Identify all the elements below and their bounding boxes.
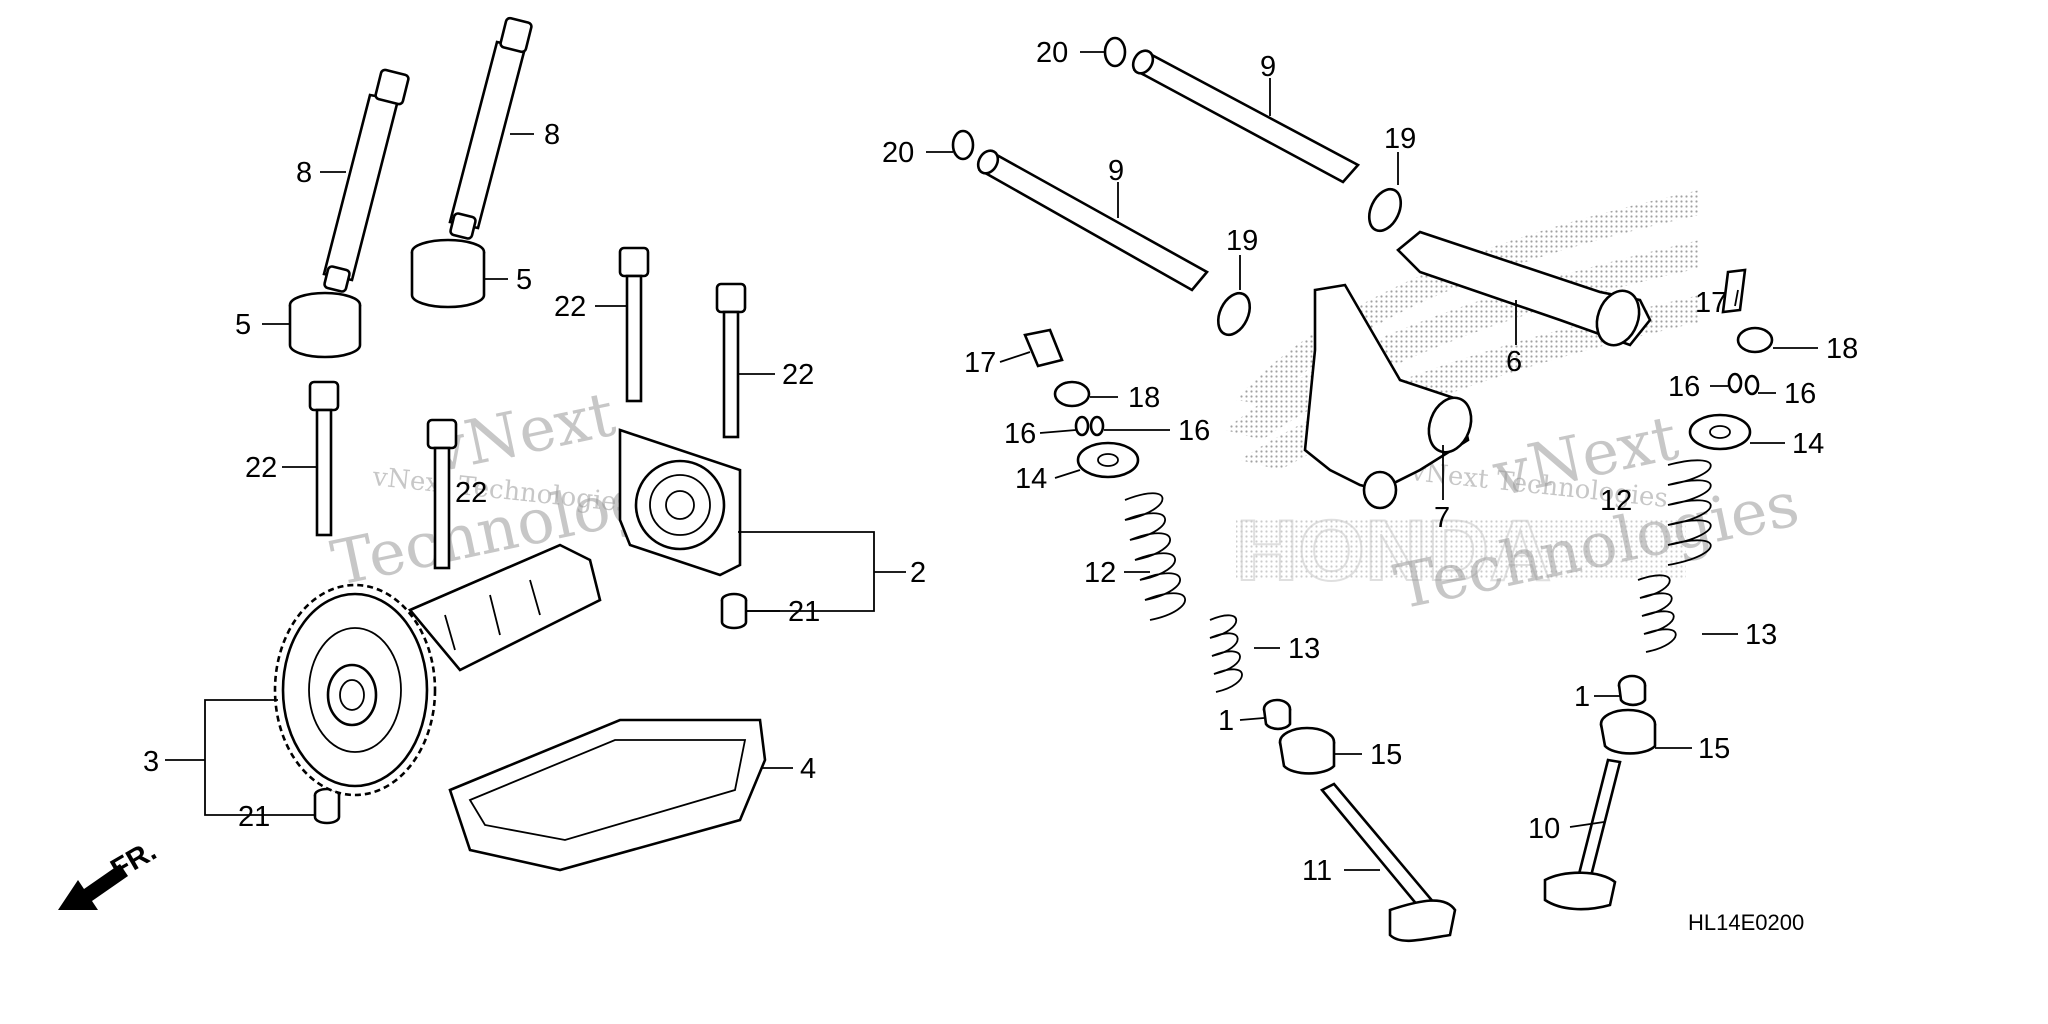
part-7-rocker-arm: [1303, 283, 1473, 510]
callout-15: 15: [1370, 739, 1402, 771]
part-19-seal-lower: [1216, 291, 1252, 337]
callout-22: 22: [554, 291, 586, 323]
part-15-seat-left: [1278, 726, 1336, 775]
callout-6: 6: [1506, 346, 1522, 378]
part-17-adjust-screw-right: [1721, 268, 1747, 314]
part-9-shaft-upper: [1131, 49, 1361, 184]
callout-18: 18: [1128, 382, 1160, 414]
part-20-oring-lower: [951, 129, 975, 161]
part-5-collar-right: [410, 238, 486, 309]
part-8-right: [448, 16, 533, 240]
honda-logo-text: HONDA: [1236, 503, 1551, 599]
callout-16: 16: [1784, 378, 1816, 410]
callout-11: 11: [1302, 855, 1332, 887]
callout-17: 17: [1695, 287, 1727, 319]
callout-4: 4: [800, 753, 816, 785]
callout-13: 13: [1745, 619, 1777, 651]
part-18-nut-left: [1053, 380, 1091, 408]
part-21-dowel-lower: [313, 787, 341, 825]
callout-22: 22: [782, 359, 814, 391]
callout-22: 22: [245, 452, 277, 484]
callout-15: 15: [1698, 733, 1730, 765]
callout-1: 1: [1574, 681, 1590, 713]
callout-14: 14: [1015, 463, 1047, 495]
part-2-cam-holder: [618, 428, 742, 577]
leader-lines: [165, 51, 1818, 871]
part-14-retainer-left: [1076, 441, 1140, 479]
part-17-adjust-screw-left: [1023, 328, 1064, 368]
part-22-bolt-c: [308, 380, 340, 537]
callout-14: 14: [1792, 428, 1824, 460]
callout-2: 2: [910, 557, 926, 589]
callout-labels: 8 8 5 5 22 22 22 22 2 21 3 21 4 20 20 9 …: [143, 37, 1858, 887]
callout-7: 7: [1434, 502, 1450, 534]
callout-19: 19: [1226, 225, 1258, 257]
part-13-inner-spring-left: [1209, 614, 1243, 693]
callout-5: 5: [235, 309, 251, 341]
part-12-outer-spring-right: [1667, 459, 1712, 566]
callout-20: 20: [882, 137, 914, 169]
part-16-cotter-left: [1074, 415, 1105, 437]
callout-22: 22: [455, 477, 487, 509]
callout-8: 8: [544, 119, 560, 151]
part-3-camshaft-sprocket: [273, 543, 602, 797]
part-11-valve-left: [1319, 782, 1457, 943]
callout-20: 20: [1036, 37, 1068, 69]
callout-21: 21: [238, 801, 270, 833]
callout-17: 17: [964, 347, 996, 379]
callout-8: 8: [296, 157, 312, 189]
callout-13: 13: [1288, 633, 1320, 665]
part-22-bolt-d: [426, 418, 458, 570]
part-20-oring-upper: [1103, 36, 1127, 68]
part-18-nut-right: [1736, 326, 1774, 354]
callout-16: 16: [1004, 418, 1036, 450]
part-16-cotter-right: [1727, 372, 1760, 396]
callout-3: 3: [143, 746, 159, 778]
part-10-valve-right: [1543, 758, 1622, 911]
diagram-code: HL14E0200: [1688, 910, 1804, 935]
part-14-retainer-right: [1688, 413, 1752, 451]
callout-1: 1: [1218, 705, 1234, 737]
callout-10: 10: [1528, 813, 1560, 845]
callout-12: 12: [1084, 557, 1116, 589]
callout-12: 12: [1600, 485, 1632, 517]
callout-21: 21: [788, 596, 820, 628]
part-5-collar-left: [288, 291, 362, 359]
part-15-seat-right: [1599, 708, 1657, 755]
part-21-dowel-upper: [720, 592, 748, 630]
callout-16: 16: [1178, 415, 1210, 447]
part-1-seal-left: [1262, 698, 1292, 731]
part-6-rocker-arm: [1396, 230, 1652, 347]
part-1-seal-right: [1617, 674, 1647, 707]
part-4-gasket: [448, 718, 767, 872]
part-13-inner-spring-right: [1637, 574, 1677, 653]
part-22-bolt-b: [715, 282, 747, 439]
callout-16: 16: [1668, 371, 1700, 403]
front-arrow-icon: [58, 864, 128, 910]
part-12-outer-spring-left: [1124, 492, 1186, 621]
part-19-seal-upper: [1367, 187, 1403, 233]
callout-19: 19: [1384, 123, 1416, 155]
callout-5: 5: [516, 264, 532, 296]
callout-9: 9: [1260, 51, 1276, 83]
callout-9: 9: [1108, 155, 1124, 187]
part-22-bolt-a: [618, 246, 650, 403]
part-9-shaft-lower: [976, 149, 1210, 292]
part-8-left: [322, 68, 410, 293]
callout-18: 18: [1826, 333, 1858, 365]
